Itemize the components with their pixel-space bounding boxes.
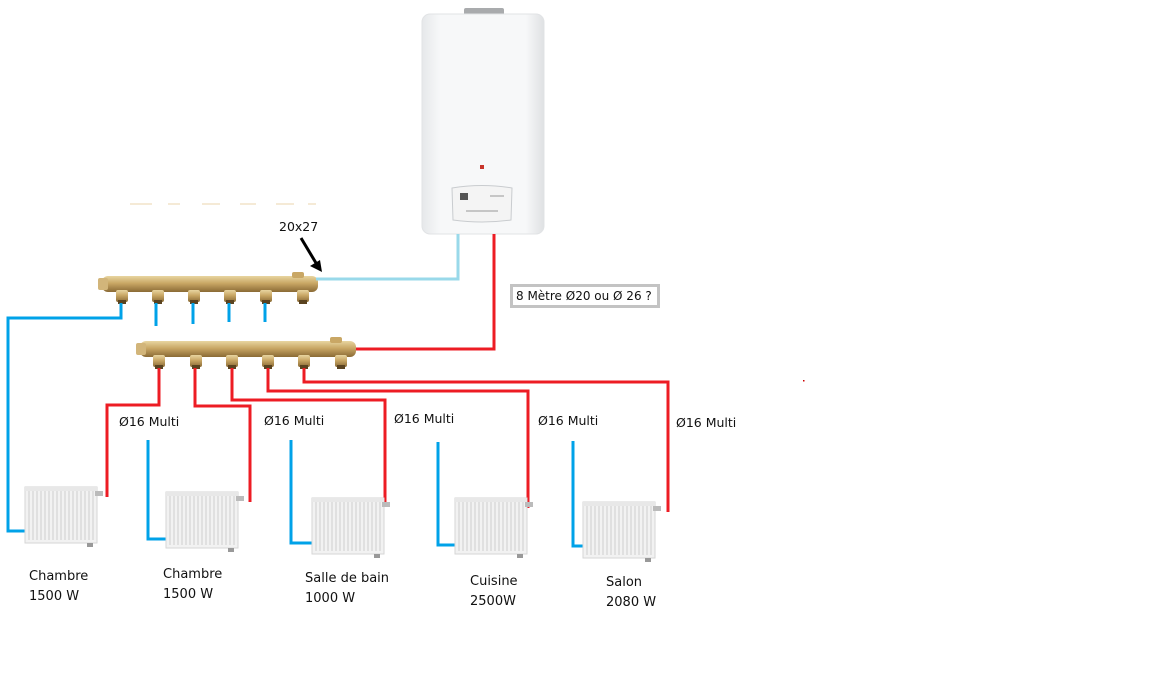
room-label-2: Chambre 1500 W <box>163 565 222 605</box>
branch-label-2: Ø16 Multi <box>264 413 325 428</box>
branch-label-4: Ø16 Multi <box>538 413 599 428</box>
supply-branches <box>105 368 670 512</box>
room-name: Salle de bain <box>305 571 390 586</box>
return-manifold <box>98 272 318 304</box>
radiator-5 <box>582 501 662 563</box>
radiator-2 <box>165 491 245 553</box>
branch-label-5: Ø16 Multi <box>676 415 737 430</box>
room-power: 2080 W <box>606 595 657 610</box>
branch-label-3: Ø16 Multi <box>394 411 455 426</box>
radiator-return-pipes <box>146 440 584 548</box>
room-label-1: Chambre 1500 W <box>29 567 88 607</box>
room-name: Chambre <box>29 569 89 584</box>
inlet-size-label: 20x27 <box>279 219 319 234</box>
supply-manifold <box>136 337 356 369</box>
room-power: 1500 W <box>29 589 80 604</box>
room-name: Cuisine <box>470 574 518 589</box>
room-label-3: Salle de bain 1000 W <box>305 569 389 609</box>
room-power: 1000 W <box>305 591 356 606</box>
boiler-control-panel <box>451 185 513 223</box>
radiator-3 <box>311 497 391 559</box>
boiler <box>421 8 545 235</box>
boiler-supply-pipe <box>356 234 496 351</box>
room-name: Chambre <box>163 567 223 582</box>
room-label-5: Salon 2080 W <box>606 573 656 613</box>
radiator-4 <box>454 497 534 559</box>
return-stubs <box>6 303 267 533</box>
boiler-return-pipe <box>316 234 460 281</box>
branch-label-1: Ø16 Multi <box>119 414 180 429</box>
room-label-4: Cuisine 2500W <box>470 572 518 612</box>
room-power: 2500W <box>470 594 516 609</box>
room-power: 1500 W <box>163 587 214 602</box>
supply-pipe-note: 8 Mètre Ø20 ou Ø 26 ? <box>510 284 660 308</box>
radiator-1 <box>24 486 104 548</box>
stray-dot <box>803 380 805 382</box>
boiler-logo-icon <box>480 165 484 169</box>
arrow-icon <box>299 237 322 272</box>
room-name: Salon <box>606 575 643 590</box>
